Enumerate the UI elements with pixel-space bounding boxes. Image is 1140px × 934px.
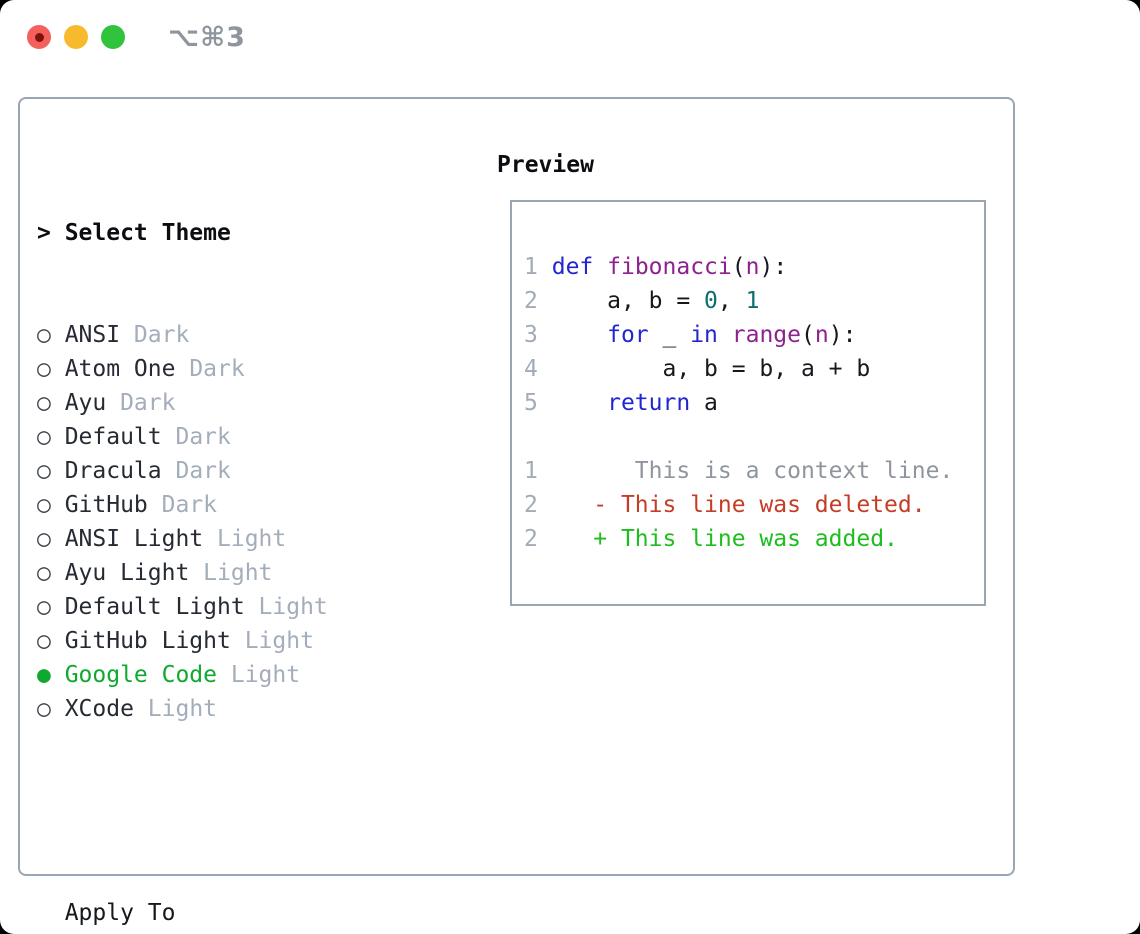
theme-variant-tag: Dark xyxy=(175,458,231,484)
close-button[interactable] xyxy=(27,25,51,49)
code-line xyxy=(524,420,984,454)
theme-name: Google Code xyxy=(64,662,218,688)
theme-option[interactable]: ○ Ayu Light Light xyxy=(37,556,457,590)
theme-name: XCode xyxy=(64,696,134,722)
code-line: 1 def fibonacci(n): xyxy=(524,254,788,280)
theme-name: Dracula xyxy=(64,458,162,484)
theme-name: GitHub Light xyxy=(64,628,231,654)
titlebar: ⌥⌘3 xyxy=(0,0,1140,74)
select-theme-header: > Select Theme xyxy=(37,216,457,250)
theme-variant-tag: Dark xyxy=(133,322,190,348)
close-dot-icon xyxy=(34,32,44,42)
spacer xyxy=(37,794,457,828)
theme-variant-tag: Light xyxy=(217,526,287,552)
theme-option[interactable]: ○ ANSI Dark xyxy=(37,318,457,352)
code-line: 2 a, b = 0, 1 xyxy=(524,288,760,314)
code-line: 2 - This line was deleted. xyxy=(524,492,926,518)
theme-variant-tag: Light xyxy=(203,560,273,586)
theme-option[interactable]: ○ ANSI Light Light xyxy=(37,522,457,556)
theme-variant-tag: Light xyxy=(258,594,328,620)
theme-option[interactable]: ○ Ayu Dark xyxy=(37,386,457,420)
apply-to-header: Apply To xyxy=(37,896,457,930)
minimize-button[interactable] xyxy=(64,25,88,49)
radio-icon: ○ xyxy=(37,696,51,722)
theme-name: ANSI xyxy=(64,322,121,348)
traffic-lights xyxy=(27,25,125,49)
theme-option[interactable]: ○ Default Light Light xyxy=(37,590,457,624)
radio-icon: ○ xyxy=(37,356,51,382)
theme-option[interactable]: ○ Atom One Dark xyxy=(37,352,457,386)
apply-to-title: Apply To xyxy=(64,900,176,926)
radio-icon: ○ xyxy=(37,424,51,450)
caret-icon: > xyxy=(37,220,51,246)
window-shortcut-label: ⌥⌘3 xyxy=(168,21,246,53)
preview-pane: 1 def fibonacci(n): 2 a, b = 0, 1 3 for _ … xyxy=(510,200,986,606)
theme-name: Ayu Light xyxy=(64,560,190,586)
theme-option[interactable]: ○ XCode Light xyxy=(37,692,457,726)
theme-variant-tag: Dark xyxy=(161,492,218,518)
radio-icon: ○ xyxy=(37,390,51,416)
radio-icon: ○ xyxy=(37,458,51,484)
code-line: 4 a, b = b, a + b xyxy=(524,356,871,382)
theme-option[interactable]: ● Google Code Light xyxy=(37,658,457,692)
radio-icon: ○ xyxy=(37,526,51,552)
code-line: 2 + This line was added. xyxy=(524,526,898,552)
theme-option[interactable]: ○ GitHub Dark xyxy=(37,488,457,522)
theme-variant-tag: Light xyxy=(230,662,301,688)
theme-option[interactable]: ○ GitHub Light Light xyxy=(37,624,457,658)
theme-variant-tag: Dark xyxy=(120,390,176,416)
radio-icon: ○ xyxy=(37,594,51,620)
theme-name: Atom One xyxy=(64,356,176,382)
theme-variant-tag: Dark xyxy=(189,356,245,382)
preview-title: Preview xyxy=(497,152,594,178)
theme-variant-tag: Light xyxy=(244,628,314,654)
theme-name: Ayu xyxy=(64,390,107,416)
radio-icon: ○ xyxy=(37,628,51,654)
code-line: 1 This is a context line. xyxy=(524,458,954,484)
theme-name: GitHub xyxy=(64,492,148,518)
theme-variant-tag: Light xyxy=(147,696,218,722)
theme-name: Default Light xyxy=(64,594,245,620)
zoom-button[interactable] xyxy=(101,25,125,49)
radio-icon: ○ xyxy=(37,492,51,518)
select-theme-title: Select Theme xyxy=(64,220,231,246)
theme-name: ANSI Light xyxy=(64,526,204,552)
theme-option[interactable]: ○ Dracula Dark xyxy=(37,454,457,488)
code-preview: 1 def fibonacci(n): 2 a, b = 0, 1 3 for _ … xyxy=(512,202,984,556)
theme-name: Default xyxy=(64,424,162,450)
radio-icon: ○ xyxy=(37,560,51,586)
code-line: 3 for _ in range(n): xyxy=(524,322,857,348)
theme-variant-tag: Dark xyxy=(175,424,231,450)
radio-icon: ○ xyxy=(37,322,51,348)
theme-option[interactable]: ○ Default Dark xyxy=(37,420,457,454)
code-line: 5 return a xyxy=(524,390,718,416)
radio-selected-icon: ● xyxy=(37,662,51,688)
